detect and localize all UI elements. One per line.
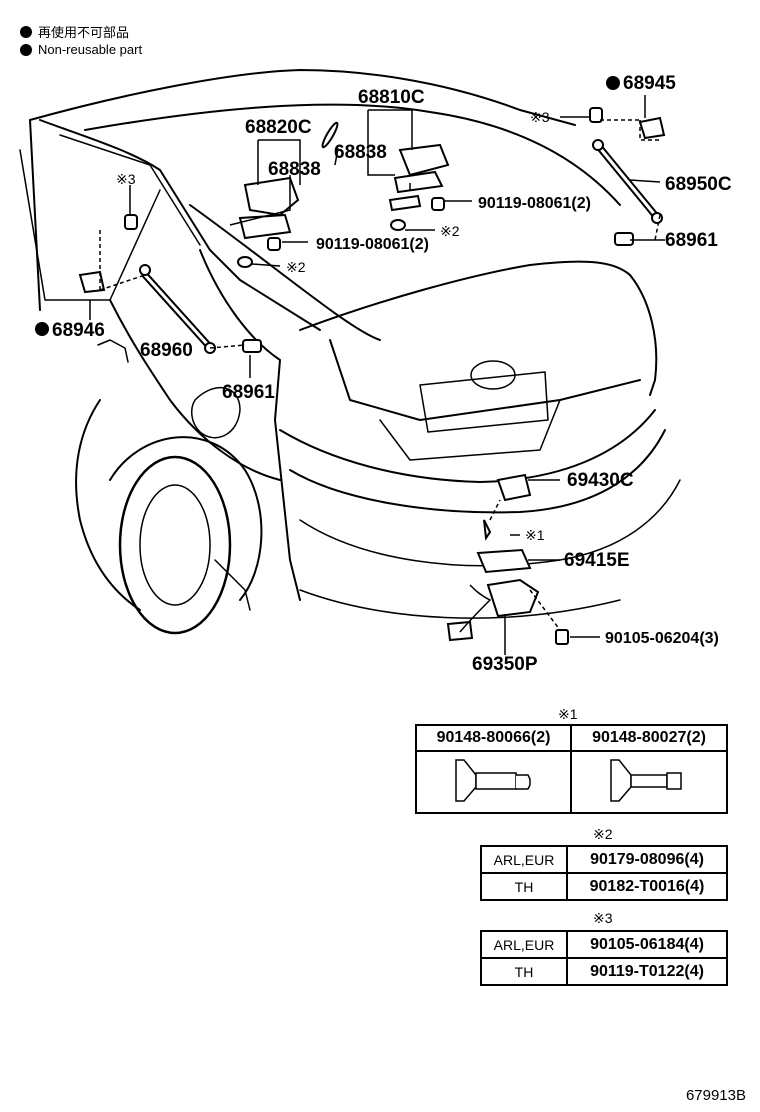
table-note3: ARL,EUR 90105-06184(4) TH 90119-T0122(4) (480, 930, 728, 986)
table2-region-0: ARL,EUR (480, 845, 568, 874)
label-69430C: 69430C (567, 470, 634, 491)
label-68946: 68946 (52, 320, 105, 341)
table-note2: ARL,EUR 90179-08096(4) TH 90182-T0016(4) (480, 845, 728, 901)
label-68838-right: 68838 (334, 142, 387, 163)
washer-icon (237, 256, 253, 268)
label-90105: 90105-06204(3) (605, 630, 719, 647)
label-68820C: 68820C (245, 117, 312, 138)
legend-text-jp: 再使用不可部品 (38, 25, 130, 40)
bolt-flanged-illustration (415, 750, 572, 814)
label-90119-right: 90119-08061(2) (478, 195, 591, 212)
bolt-icon (454, 758, 531, 802)
legend-text-en: Non-reusable part (38, 42, 143, 57)
wire-harness (459, 584, 492, 633)
table1-col2: 90148-80027(2) (570, 724, 728, 752)
note-mark-1: ※1 (525, 527, 545, 543)
label-68838-left: 68838 (268, 159, 321, 180)
label-68960: 68960 (140, 340, 193, 361)
bracket-68946 (78, 270, 106, 294)
bolt-icon (589, 107, 603, 123)
lock-striker-69430C (496, 473, 532, 502)
label-69415E: 69415E (564, 550, 630, 571)
table3-region-1: TH (480, 957, 568, 986)
bullet-icon (20, 25, 32, 38)
screw-icon (555, 629, 569, 645)
bolt-icon (610, 758, 682, 802)
hinge-left-68820C (243, 176, 300, 217)
note-mark-2-left: ※2 (286, 259, 306, 275)
ball-joint-icon (242, 339, 262, 353)
label-69350P: 69350P (472, 654, 538, 675)
table3-part-0: 90105-06184(4) (566, 930, 728, 959)
diagram-id: 679913B (685, 1087, 746, 1104)
vehicle-outline (19, 69, 681, 635)
hinge-parts (78, 107, 666, 645)
nut-icon (431, 197, 445, 211)
bolt-icon (124, 214, 138, 230)
table3-part-1: 90119-T0122(4) (566, 957, 728, 986)
bracket-68945 (638, 116, 666, 140)
table2-part-0: 90179-08096(4) (566, 845, 728, 874)
bullet-icon (20, 43, 32, 56)
legend-nonreusable-en: Non-reusable part (20, 42, 142, 57)
note-mark-2-right: ※2 (440, 223, 460, 239)
nut-icon (267, 237, 281, 251)
nonreusable-bullet-icon (606, 76, 620, 90)
note-mark-3-right: ※3 (530, 109, 550, 125)
nonreusable-bullet-icon (35, 322, 49, 336)
table1-col1: 90148-80066(2) (415, 724, 572, 752)
table1-mark: ※1 (558, 706, 578, 722)
bolt-stepped-illustration (570, 750, 728, 814)
hinge-right-68810C (398, 143, 450, 177)
label-68950C: 68950C (665, 174, 732, 195)
table2-mark: ※2 (593, 826, 613, 842)
table-note1: 90148-80066(2) 90148-80027(2) (415, 724, 728, 814)
table3-mark: ※3 (593, 910, 613, 926)
legend-nonreusable-jp: 再使用不可部品 (20, 22, 129, 41)
label-68961-left: 68961 (222, 382, 275, 403)
lock-69350P (486, 578, 540, 618)
label-68810C: 68810C (358, 87, 425, 108)
label-90119-left: 90119-08061(2) (316, 236, 429, 253)
table3-region-0: ARL,EUR (480, 930, 568, 959)
table2-part-1: 90182-T0016(4) (566, 872, 728, 901)
ball-joint-icon (614, 232, 634, 246)
leader-lines (89, 95, 665, 655)
label-68945: 68945 (623, 73, 676, 94)
note-mark-3-left: ※3 (116, 171, 136, 187)
table2-region-1: TH (480, 872, 568, 901)
washer-icon (390, 219, 406, 231)
label-68961-right: 68961 (665, 230, 718, 251)
switch-69415E (476, 548, 532, 574)
